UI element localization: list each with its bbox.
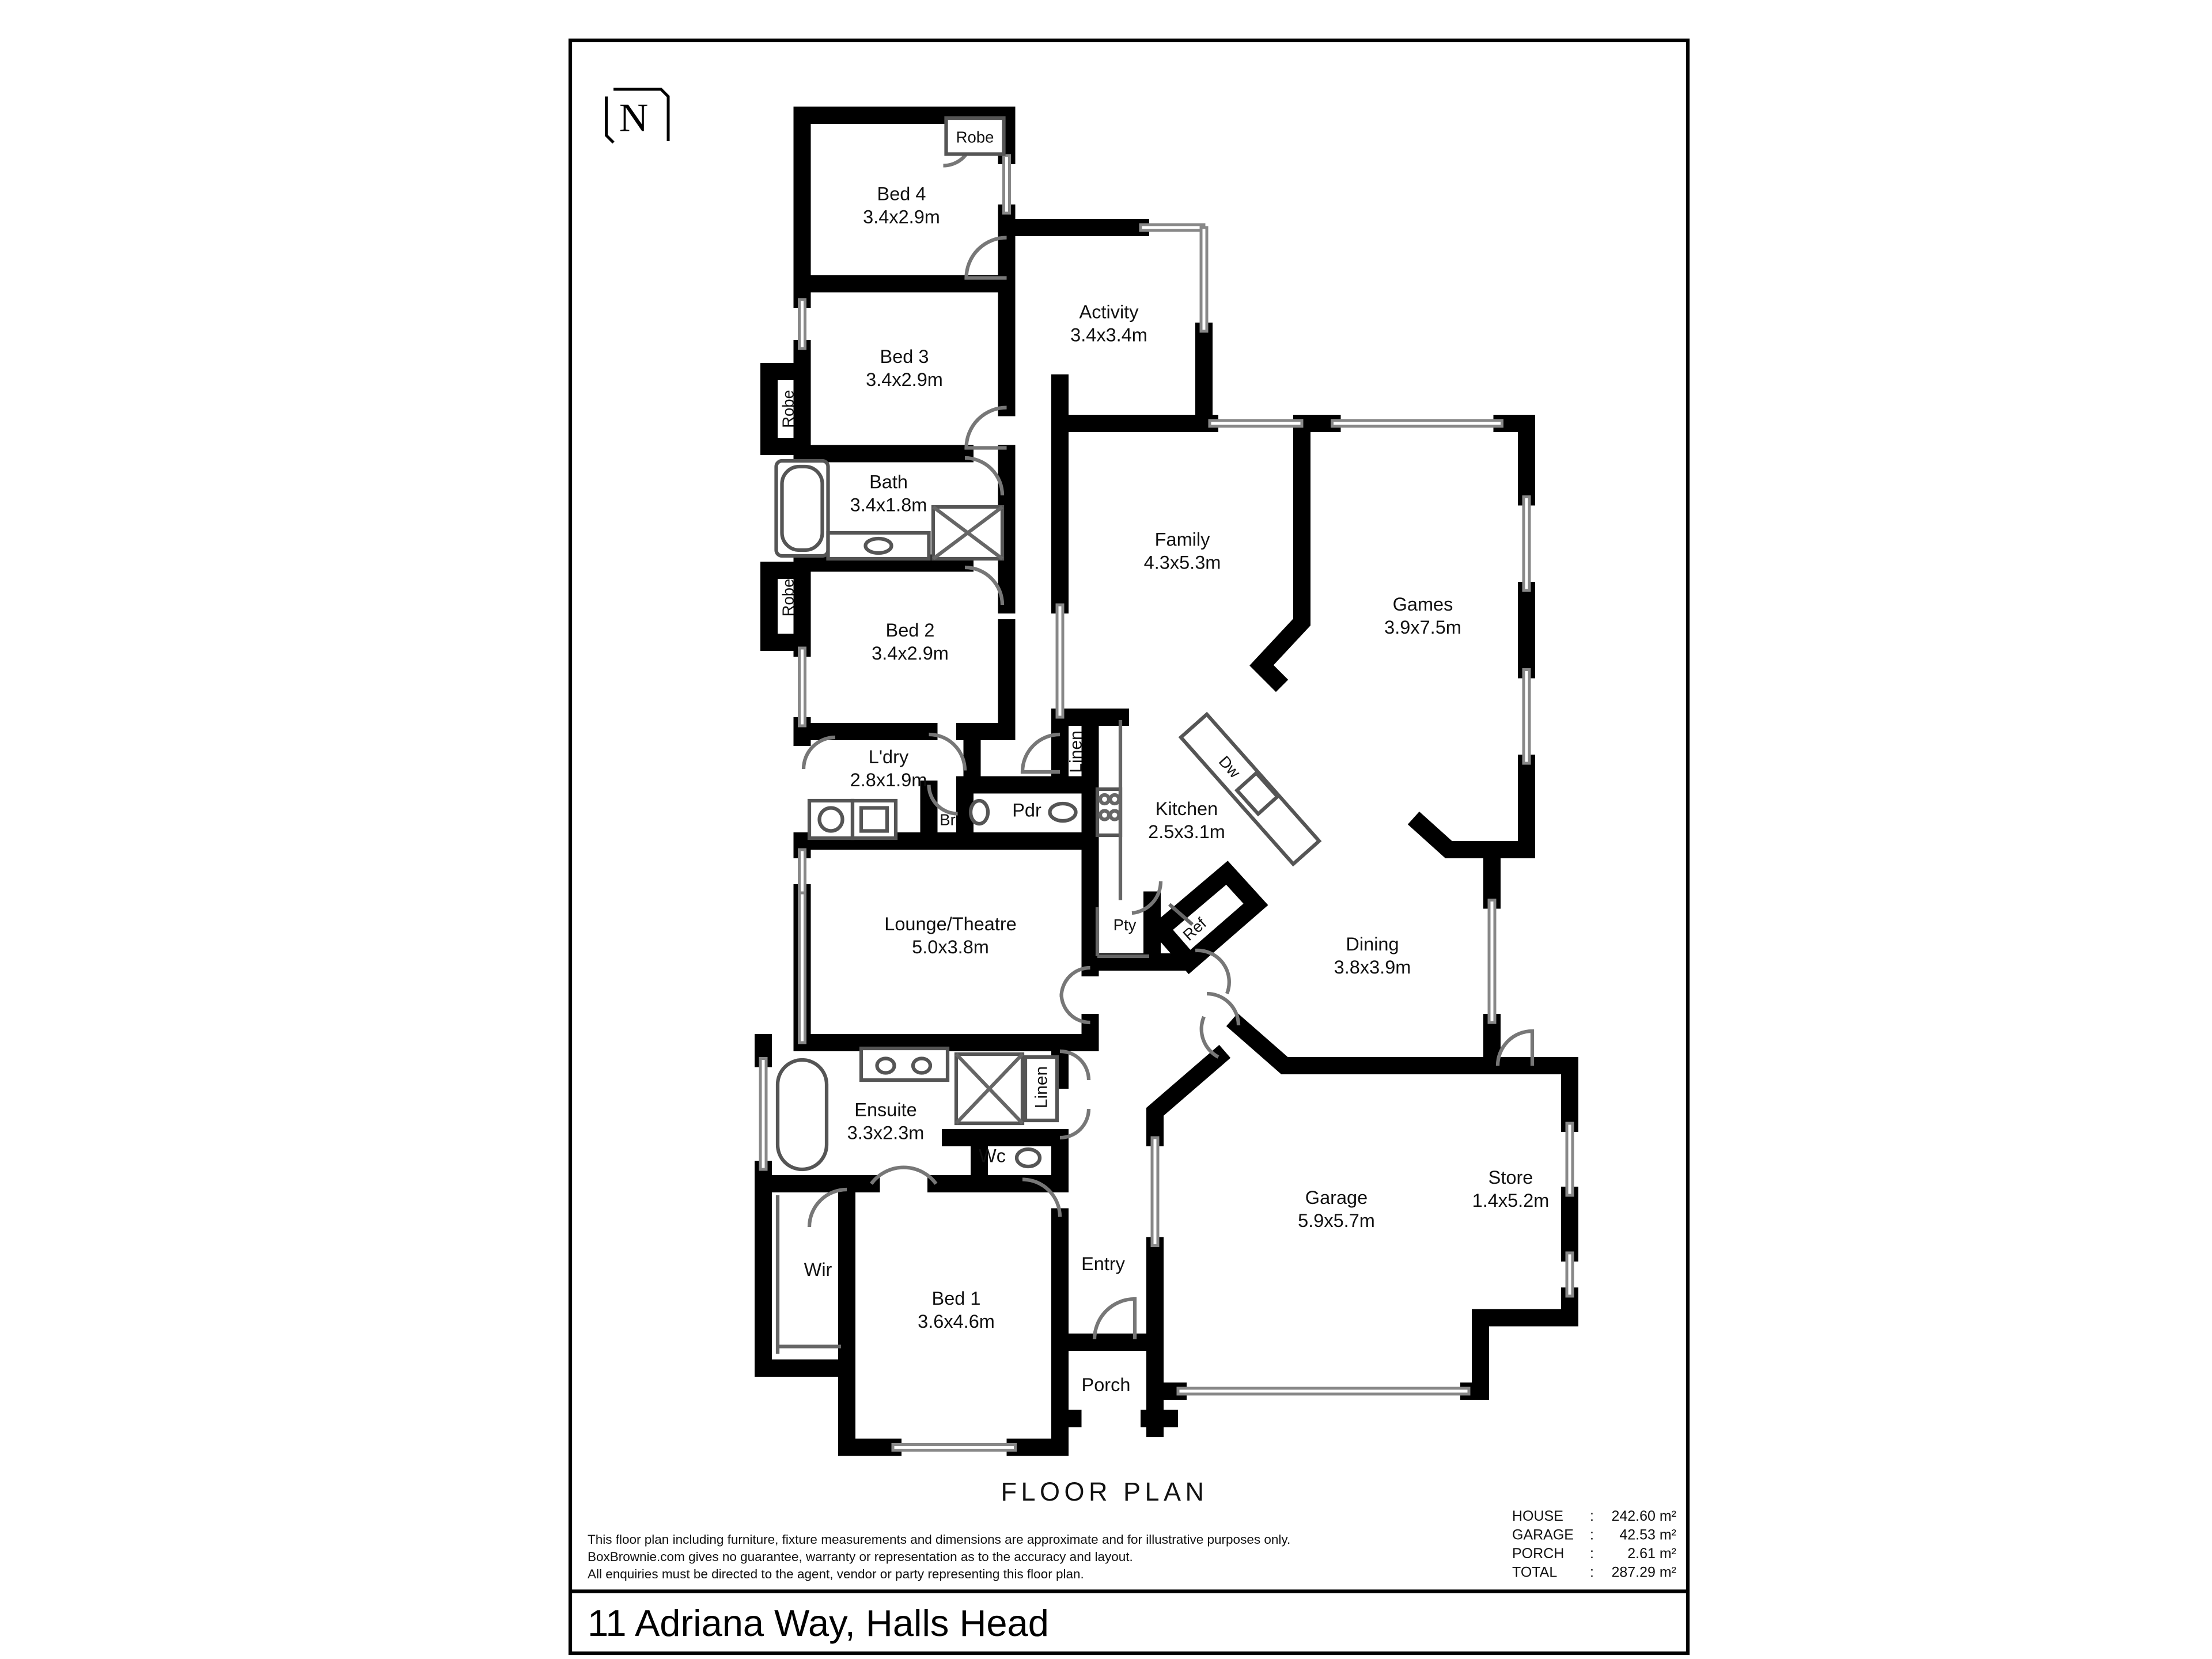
room-bath-name: Bath: [869, 472, 908, 493]
room-ensuite-dims: 3.3x2.3m: [847, 1123, 925, 1143]
room-ensuite-name: Ensuite: [854, 1100, 916, 1120]
area-sep: :: [1590, 1527, 1594, 1543]
room-bath-dims: 3.4x1.8m: [850, 495, 927, 516]
compass-letter: N: [619, 96, 649, 141]
room-family-dims: 4.3x5.3m: [1144, 552, 1221, 573]
disclaimer-line: BoxBrownie.com gives no guarantee, warra…: [588, 1550, 1133, 1564]
room-bed3-dims: 3.4x2.9m: [866, 369, 943, 390]
area-value: 242.60 m²: [1611, 1508, 1676, 1524]
disclaimer-line: All enquiries must be directed to the ag…: [588, 1567, 1084, 1581]
room-entry-name: Entry: [1081, 1253, 1126, 1274]
area-label: TOTAL: [1512, 1565, 1557, 1581]
room-store-dims: 1.4x5.2m: [1472, 1190, 1550, 1211]
area-sep: :: [1590, 1508, 1594, 1524]
page-frame: [568, 38, 1690, 1656]
area-value: 287.29 m²: [1611, 1565, 1676, 1581]
area-sep: :: [1590, 1546, 1594, 1562]
room-lounge-dims: 5.0x3.8m: [912, 937, 989, 957]
room-bed4-dims: 3.4x2.9m: [863, 207, 940, 228]
room-kitchen-dims: 2.5x3.1m: [1148, 821, 1225, 842]
label-linen-kitchen: Linen: [1067, 730, 1086, 772]
area-sep: :: [1590, 1565, 1594, 1581]
room-kitchen-name: Kitchen: [1156, 798, 1218, 819]
label-pdr: Pdr: [1012, 800, 1041, 821]
plan-title: FLOOR PLAN: [1001, 1477, 1208, 1506]
label-br: Br: [940, 811, 956, 829]
room-bed4-name: Bed 4: [877, 184, 926, 204]
label-robe-bed4: Robe: [956, 128, 994, 146]
area-label: HOUSE: [1512, 1508, 1563, 1524]
area-value: 42.53 m²: [1619, 1527, 1676, 1543]
room-labels: Bed 4 3.4x2.9m Activity 3.4x3.4m Bed 3 3…: [804, 184, 1550, 1396]
room-bed3-name: Bed 3: [880, 346, 929, 367]
property-address: 11 Adriana Way, Halls Head: [588, 1602, 1049, 1644]
north-arrow-icon: N: [605, 88, 670, 144]
room-porch-name: Porch: [1082, 1374, 1131, 1395]
room-garage-name: Garage: [1305, 1187, 1368, 1208]
room-games-name: Games: [1393, 594, 1453, 615]
room-activity-name: Activity: [1080, 302, 1139, 323]
room-bed1-name: Bed 1: [932, 1288, 981, 1309]
room-store-name: Store: [1488, 1167, 1533, 1188]
area-value: 2.61 m²: [1627, 1546, 1676, 1562]
room-garage-dims: 5.9x5.7m: [1298, 1210, 1375, 1231]
area-label: GARAGE: [1512, 1527, 1574, 1543]
label-pty: Pty: [1113, 916, 1137, 934]
room-laundry-dims: 2.8x1.9m: [850, 770, 927, 790]
room-bed1-dims: 3.6x4.6m: [918, 1311, 995, 1332]
room-bed2-name: Bed 2: [886, 620, 935, 641]
windows: [759, 154, 1574, 1452]
label-wc: Wc: [979, 1146, 1006, 1166]
room-activity-dims: 3.4x3.4m: [1070, 325, 1147, 346]
label-robe-bed3: Robe: [779, 390, 797, 428]
room-bed2-dims: 3.4x2.9m: [872, 643, 949, 664]
room-games-dims: 3.9x7.5m: [1384, 617, 1461, 638]
room-wir-name: Wir: [804, 1259, 832, 1280]
area-summary: HOUSE : 242.60 m² GARAGE : 42.53 m² PORC…: [1512, 1508, 1676, 1580]
room-dining-name: Dining: [1346, 934, 1399, 955]
disclaimer-line: This floor plan including furniture, fix…: [588, 1532, 1290, 1547]
room-lounge-name: Lounge/Theatre: [884, 914, 1016, 934]
room-dining-dims: 3.8x3.9m: [1334, 957, 1411, 978]
disclaimer: This floor plan including furniture, fix…: [588, 1532, 1290, 1581]
room-family-name: Family: [1155, 529, 1210, 550]
label-linen-ensuite: Linen: [1032, 1066, 1051, 1108]
fixtures: [774, 116, 1322, 1354]
area-label: PORCH: [1512, 1546, 1564, 1562]
label-robe-bed2: Robe: [779, 579, 797, 617]
room-laundry-name: L'dry: [869, 747, 909, 767]
